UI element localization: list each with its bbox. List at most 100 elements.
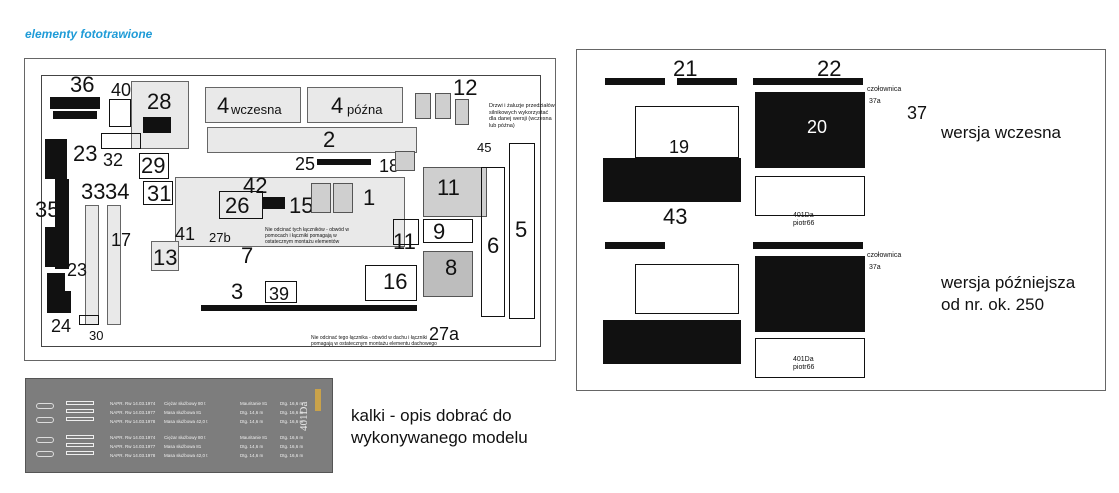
- label-19: 19: [669, 137, 690, 157]
- part-34-strip: [107, 205, 121, 325]
- decal-row-6-b: Masa służbowa 42,0 t: [164, 453, 208, 458]
- label-pozna: późna: [347, 102, 383, 117]
- label-26: 26: [225, 193, 250, 218]
- label-32: 32: [103, 150, 124, 170]
- part-36: [50, 97, 100, 109]
- part-8: [423, 251, 473, 297]
- part-43: [603, 158, 741, 202]
- part-12c: [455, 99, 469, 125]
- label-20: 20: [805, 117, 830, 137]
- right-etch-sheet: 21 22 czołownica 37a 37 19 20 43 401Da p…: [576, 49, 1106, 391]
- label-43: 43: [663, 204, 688, 229]
- label-5: 5: [515, 217, 528, 242]
- part-29: [139, 153, 169, 179]
- part-9: [423, 219, 473, 243]
- label-2: 2: [323, 127, 336, 152]
- decal-row-3-d: Dtg. 16,6 m: [280, 419, 304, 424]
- label-4-early: 4: [217, 93, 230, 118]
- label-31: 31: [147, 181, 172, 206]
- decal-row-3-c: Dtg. 14,6 m: [240, 419, 264, 424]
- label-41: 41: [175, 224, 196, 244]
- label-40: 40: [111, 80, 132, 100]
- part-15-b: [333, 183, 353, 213]
- decal-row-6-a: NAPR. Rw 14.03.1978: [110, 453, 156, 458]
- part-18: [395, 151, 415, 171]
- left-etch-sheet: 36 40 28 4 wczesna 4 późna 12 Drzwi i ża…: [24, 58, 556, 361]
- label-401da-early: 401Da: [793, 212, 814, 219]
- page-title: elementy fototrawione: [25, 27, 153, 41]
- decal-sheet: NAPR. Rw 14.03.1974 Ciężar służbowy 80 t…: [25, 378, 333, 473]
- label-34: 34: [105, 179, 130, 204]
- part-15-dark: [263, 197, 285, 209]
- label-33: 33: [81, 179, 106, 204]
- part-21-strip-late: [605, 242, 665, 249]
- part-42-plate: [175, 177, 405, 247]
- label-37a-late: 37a: [869, 264, 881, 271]
- decal-row-4-c: Mauritanie 81: [240, 435, 268, 440]
- decal-row-5-a: NAPR. Rw 14.03.1977: [110, 444, 156, 449]
- label-11-top: 11: [437, 175, 460, 200]
- label-8: 8: [445, 255, 458, 280]
- label-16: 16: [383, 269, 408, 294]
- label-45: 45: [477, 140, 492, 155]
- part-frame-late: [755, 338, 865, 378]
- part-21-strip-b: [677, 78, 737, 85]
- decal-row-4-b: Ciężar służbowy 80 t: [164, 435, 206, 440]
- label-25: 25: [295, 154, 316, 174]
- decal-caption-line2: wykonywanego modelu: [351, 428, 528, 447]
- label-23-bottom: 23: [67, 260, 88, 280]
- label-21: 21: [673, 56, 698, 81]
- part-20-late: [755, 256, 865, 332]
- decal-number-6: [66, 451, 94, 455]
- label-czolownica-late: czołownica: [867, 252, 902, 259]
- decal-number-2: [66, 409, 94, 413]
- part-32: [101, 133, 141, 149]
- label-27b: 27b: [209, 230, 231, 245]
- part-15-a: [311, 183, 331, 213]
- decal-row-1-a: NAPR. Rw 14.03.1974: [110, 401, 156, 406]
- decal-oval-4: [36, 451, 54, 457]
- decal-row-5-b: Masa służbowa 81: [164, 444, 202, 449]
- decal-row-3-b: Masa służbowa 42,0 t: [164, 419, 208, 424]
- part-19-late: [635, 264, 739, 314]
- part-11-frame: [393, 219, 419, 245]
- label-3: 3: [231, 279, 244, 304]
- label-13: 13: [153, 245, 178, 270]
- part-33-strip: [85, 205, 99, 325]
- fret-frame: [41, 75, 541, 347]
- part-26: [219, 191, 263, 219]
- part-21-strip: [605, 78, 665, 85]
- part-28-core: [143, 117, 171, 133]
- part-2: [207, 127, 417, 153]
- part-19: [635, 106, 739, 158]
- part-12a: [415, 93, 431, 119]
- label-23-top: 23: [73, 141, 98, 166]
- label-wczesna: wczesna: [231, 102, 282, 117]
- label-37a-early: 37a: [869, 98, 881, 105]
- part-22-strip-late: [753, 242, 863, 249]
- part-frame-early: [755, 176, 865, 216]
- decal-oval-3: [36, 437, 54, 443]
- label-35: 35: [35, 197, 60, 222]
- decal-row-5-d: Dtg. 16,6 m: [280, 444, 304, 449]
- label-1: 1: [363, 185, 376, 210]
- part-5: [509, 143, 535, 319]
- part-13: [151, 241, 179, 271]
- label-7: 7: [241, 243, 254, 268]
- note-roof-connector: Nie odcinać tego łącznika - obwód w dach…: [311, 335, 437, 347]
- decal-row-5-c: Dtg. 14,6 m: [240, 444, 264, 449]
- part-39: [265, 281, 297, 303]
- label-czolownica-early: czołownica: [867, 86, 902, 93]
- label-11-bottom: 11: [393, 229, 416, 254]
- part-4-late: [307, 87, 403, 123]
- part-4-early: [205, 87, 301, 123]
- decal-oval-1: [36, 403, 54, 409]
- decal-row-2-b: Masa służbowa 81: [164, 410, 202, 415]
- label-39: 39: [269, 284, 290, 304]
- label-37: 37: [907, 103, 928, 123]
- part-40: [109, 99, 131, 127]
- label-9: 9: [433, 219, 446, 244]
- part-43-late: [603, 320, 741, 364]
- part-25: [317, 159, 371, 165]
- decal-gold-badge: [315, 389, 321, 411]
